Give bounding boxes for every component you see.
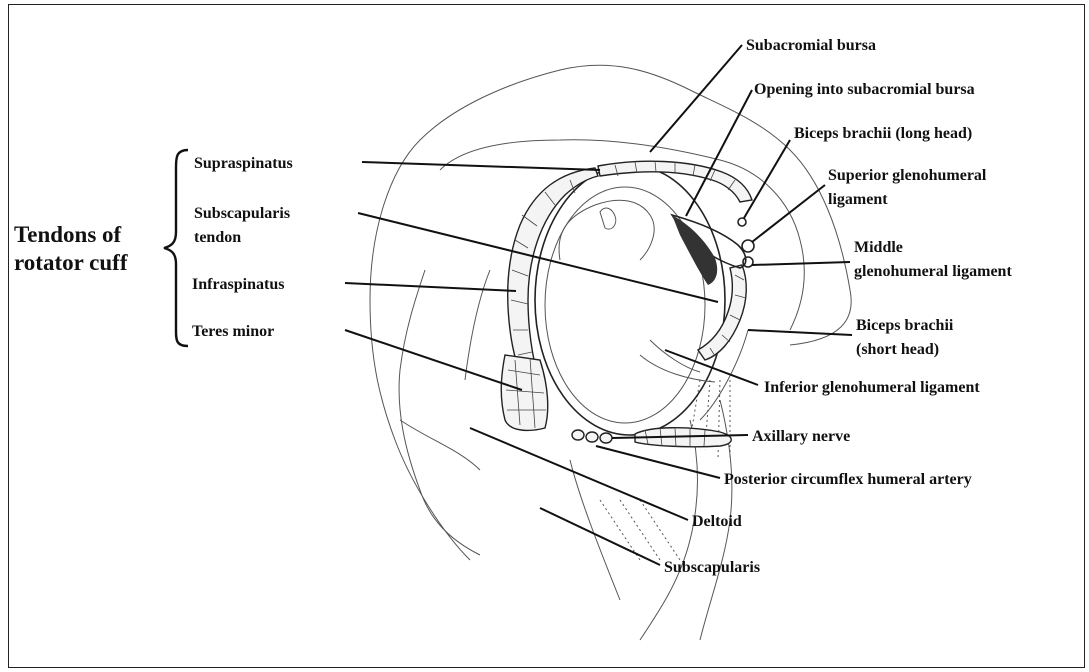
arm-flap xyxy=(400,270,490,470)
middle-gh-ligament-circle xyxy=(743,257,753,267)
vessel-2 xyxy=(586,432,598,442)
leader-biceps-long xyxy=(744,140,790,218)
glenoid-notch xyxy=(600,208,616,229)
label-biceps-long: Biceps brachii (long head) xyxy=(794,125,972,142)
label-biceps-short-2: (short head) xyxy=(856,341,939,358)
biceps-long-head-circle xyxy=(738,218,746,226)
group-label-line2: rotator cuff xyxy=(14,250,128,275)
label-subscapularis: Subscapularis xyxy=(664,559,760,576)
label-supraspinatus: Supraspinatus xyxy=(194,155,293,172)
label-deltoid: Deltoid xyxy=(692,513,742,530)
vessel-3 xyxy=(600,433,612,443)
leader-post-circ-artery xyxy=(596,446,720,478)
label-subscapularis-tendon-1: Subscapularis xyxy=(194,205,290,222)
glenoid-cavity xyxy=(535,165,725,435)
label-post-circ-artery: Posterior circumflex humeral artery xyxy=(724,471,972,488)
label-middle-gh-1: Middle xyxy=(854,239,903,256)
label-subscapularis-tendon-2: tendon xyxy=(194,229,241,246)
label-subacromial-bursa: Subacromial bursa xyxy=(746,37,876,54)
label-inferior-gh: Inferior glenohumeral ligament xyxy=(764,379,980,396)
label-superior-gh-1: Superior glenohumeral xyxy=(828,167,987,184)
label-biceps-short-1: Biceps brachii xyxy=(856,317,954,334)
leader-superior-gh xyxy=(752,185,825,242)
label-teres-minor: Teres minor xyxy=(192,323,274,340)
leader-middle-gh xyxy=(752,262,850,265)
group-label-line1: Tendons of xyxy=(14,222,122,247)
label-infraspinatus: Infraspinatus xyxy=(192,276,284,293)
leader-supraspinatus xyxy=(362,162,600,170)
posterior-tendon-ring xyxy=(508,168,598,385)
label-opening-bursa: Opening into subacromial bursa xyxy=(754,81,975,98)
glenoid-labrum xyxy=(559,200,654,260)
label-middle-gh-2: glenohumeral ligament xyxy=(854,263,1012,280)
rotator-cuff-brace xyxy=(164,150,188,346)
arm-left-outline xyxy=(399,270,480,555)
vessel-1 xyxy=(572,430,584,440)
leader-teres-minor xyxy=(345,330,522,390)
anatomy-illustration xyxy=(370,65,851,640)
biceps-tendon-fill xyxy=(672,215,717,285)
label-superior-gh-2: ligament xyxy=(828,191,888,208)
label-axillary-nerve: Axillary nerve xyxy=(752,428,850,445)
leader-subscapularis xyxy=(540,508,660,565)
